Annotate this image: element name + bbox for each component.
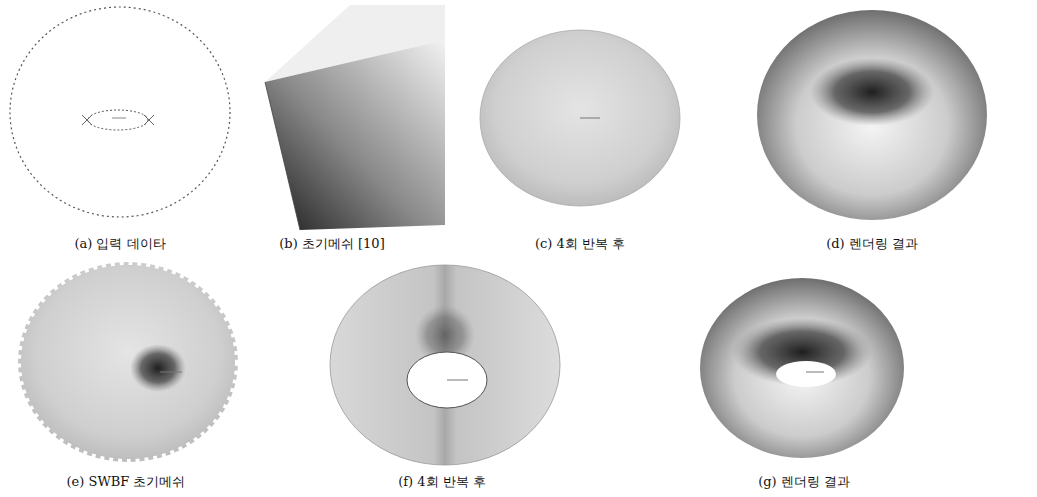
panel-caption: (a) 입력 데이타 [74, 236, 165, 252]
panel-caption: (e) SWBF 초기메쉬 [67, 474, 186, 490]
rendered-blob [757, 10, 987, 220]
mesh-blob [480, 30, 680, 206]
initial-box-mesh [265, 5, 445, 230]
panel-caption: (d) 렌더링 결과 [826, 236, 918, 252]
panel-caption: (b) 초기메쉬 [10] [279, 236, 384, 252]
swbf-mesh [18, 262, 238, 462]
input-points [10, 7, 230, 217]
panel-caption: (g) 렌더링 결과 [758, 474, 850, 490]
rendered-torus [700, 278, 904, 458]
torus-mesh [330, 265, 560, 465]
panel-caption: (c) 4회 반복 후 [535, 236, 625, 252]
panel-caption: (f) 4회 반복 후 [398, 474, 486, 490]
